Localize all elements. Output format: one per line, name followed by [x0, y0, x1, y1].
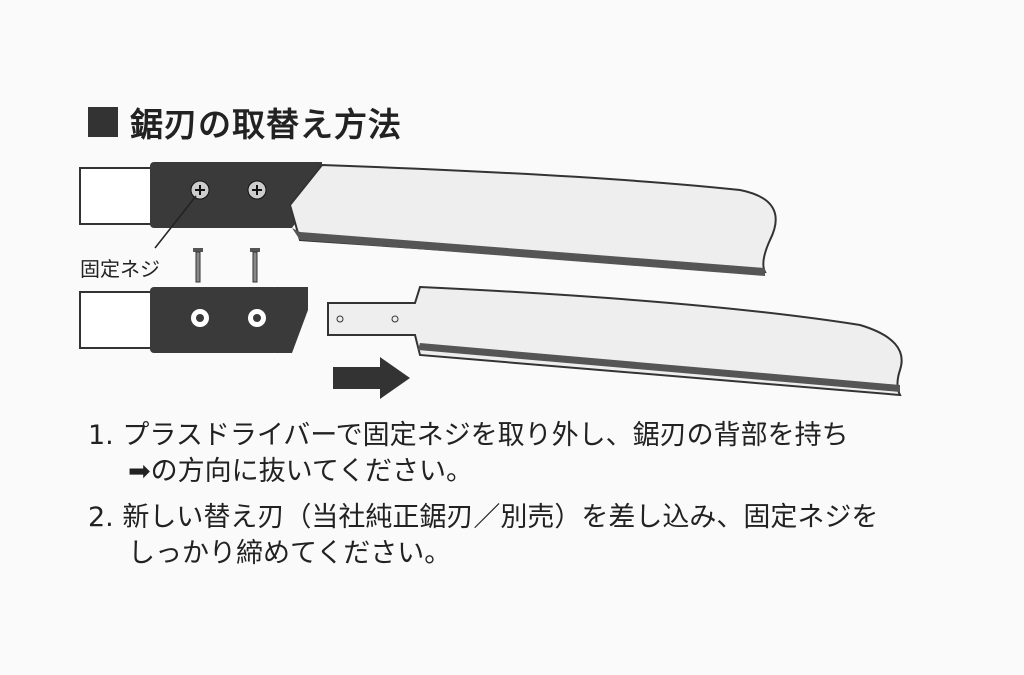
title-square-icon [88, 107, 118, 137]
arrow-icon: ➡ [128, 456, 151, 487]
step-text: しっかり締めてください。 [128, 538, 452, 569]
title-text: 鋸刃の取替え方法 [130, 105, 402, 144]
disassembled-saw [79, 285, 903, 399]
handle-collar [150, 162, 278, 228]
step-2-cont: しっかり締めてください。 [88, 536, 878, 572]
instructions: 1. プラスドライバーで固定ネジを取り外し、鋸刃の背部を持ち ➡の方向に抜いてく… [88, 418, 878, 572]
step-2: 2. 新しい替え刃（当社純正鋸刃／別売）を差し込み、固定ネジを [88, 500, 878, 536]
step-text: 新しい替え刃（当社純正鋸刃／別売）を差し込み、固定ネジを [122, 502, 879, 533]
step-number: 2. [88, 502, 114, 533]
assembled-saw [79, 162, 777, 276]
arrow-right-icon [333, 357, 410, 399]
step-text: プラスドライバーで固定ネジを取り外し、鋸刃の背部を持ち [122, 420, 849, 451]
step-1-cont: ➡の方向に抜いてください。 [88, 454, 878, 490]
handle-tube [79, 167, 156, 225]
section-title: 鋸刃の取替え方法 [88, 98, 402, 146]
step-text: の方向に抜いてください。 [150, 456, 474, 487]
screw-label: 固定ネジ [80, 257, 160, 281]
step-1: 1. プラスドライバーで固定ネジを取り外し、鋸刃の背部を持ち [88, 418, 878, 454]
step-number: 1. [88, 420, 114, 451]
screws [193, 248, 260, 283]
